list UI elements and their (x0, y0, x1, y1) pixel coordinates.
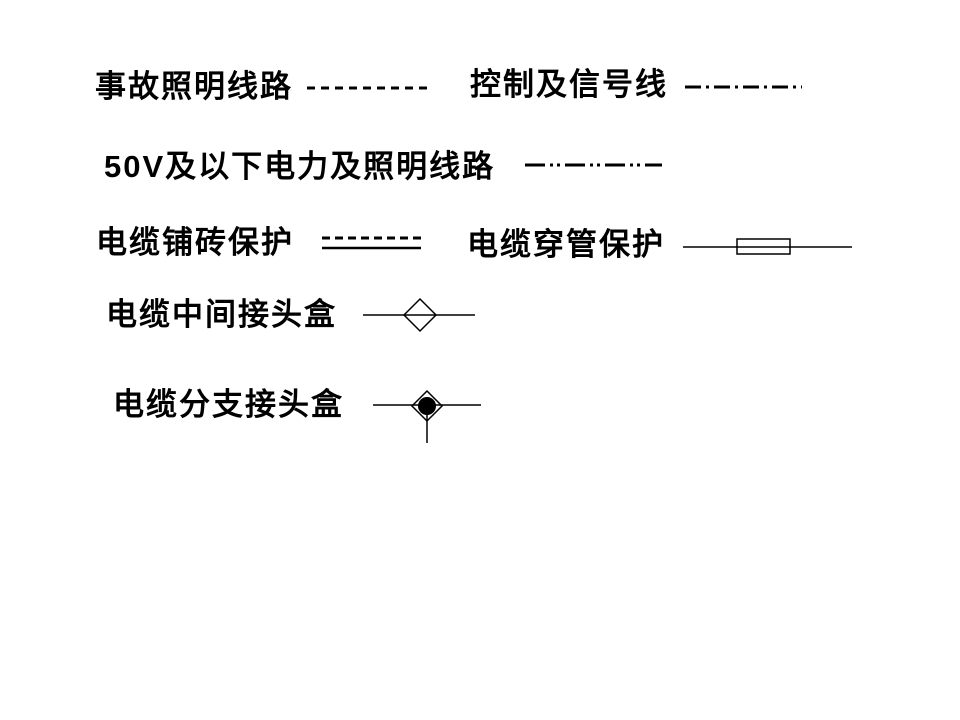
label-cable-branch-joint-box: 电缆分支接头盒 (113, 387, 344, 422)
line-with-open-diamond-symbol (363, 297, 475, 333)
line-with-filled-diamond-branch-symbol (373, 389, 481, 443)
label-cable-conduit-protection: 电缆穿管保护 (467, 227, 665, 262)
label-control-and-signal-line: 控制及信号线 (470, 67, 668, 102)
dashed-over-solid-line-symbol (322, 236, 421, 250)
line-through-rectangle-symbol (683, 238, 852, 255)
label-50v-power-and-lighting-line: 50V及以下电力及照明线路 (104, 149, 496, 184)
label-cable-intermediate-joint-box: 电缆中间接头盒 (106, 297, 337, 332)
label-cable-brick-protection: 电缆铺砖保护 (96, 225, 294, 260)
label-emergency-lighting-line: 事故照明线路 (95, 69, 293, 104)
